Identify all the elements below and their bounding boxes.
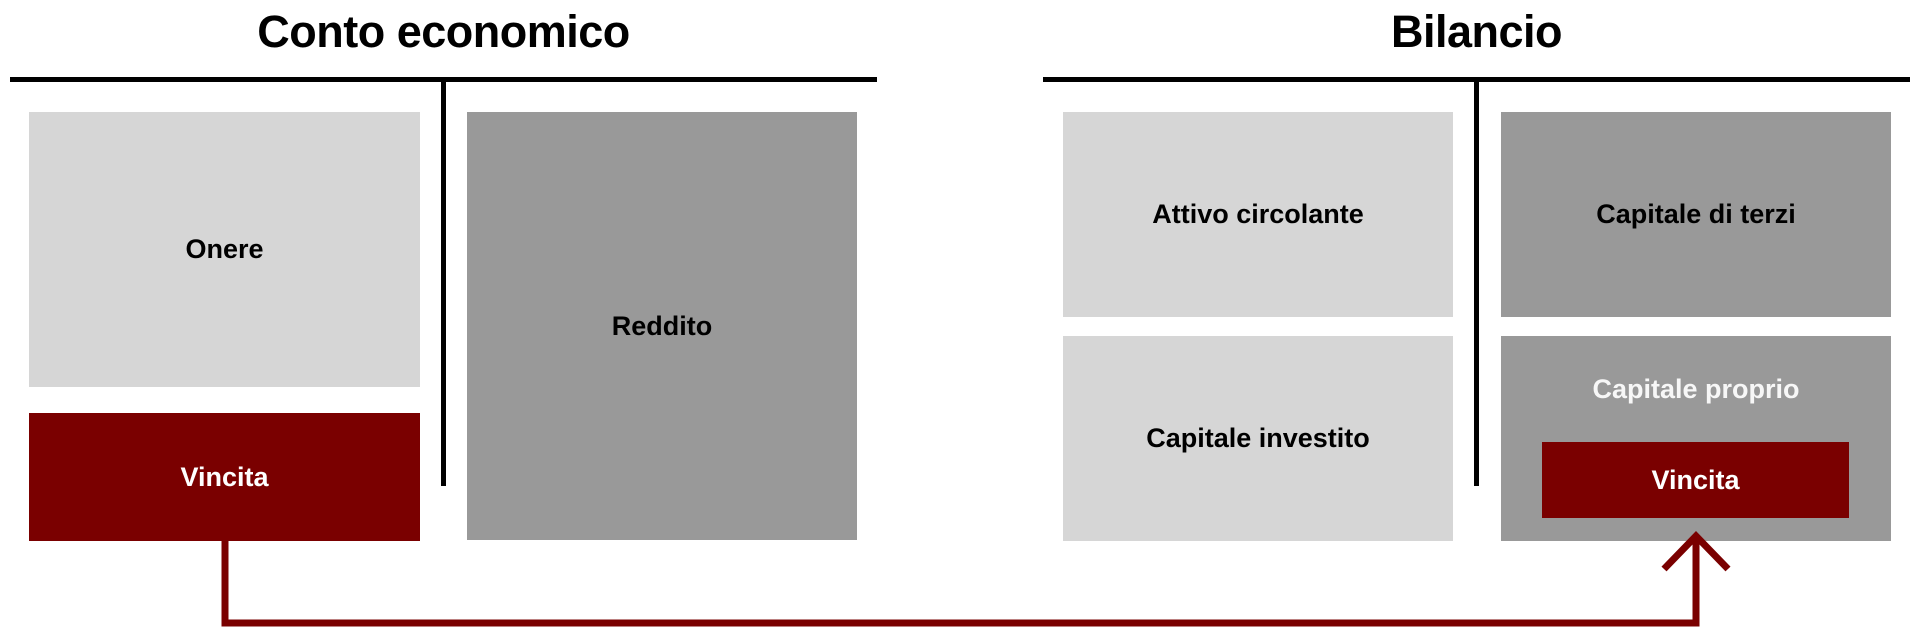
connector-line — [221, 536, 1700, 627]
expenses-label: Onere — [185, 234, 264, 264]
expenses-box: Onere — [29, 112, 420, 387]
balance-sheet-top-rule — [1043, 77, 1910, 82]
current-assets-label: Attivo circolante — [1152, 199, 1364, 229]
revenue-box: Reddito — [467, 112, 857, 540]
arrow-up-icon — [1661, 530, 1731, 572]
revenue-label: Reddito — [611, 310, 713, 341]
invested-capital-box: Capitale investito — [1063, 336, 1453, 541]
profit-box-balance-sheet: Vincita — [1542, 442, 1849, 518]
balance-sheet-divider — [1474, 80, 1479, 486]
profit-label: Vincita — [180, 461, 269, 492]
invested-capital-label: Capitale investito — [1146, 423, 1370, 453]
debt-capital-label: Capitale di terzi — [1596, 199, 1796, 229]
income-statement-title: Conto economico — [257, 6, 630, 57]
profit-label-balance-sheet: Vincita — [1651, 464, 1740, 495]
balance-sheet-title: Bilancio — [1390, 6, 1563, 57]
equity-box: Capitale proprio Vincita — [1501, 336, 1891, 541]
debt-capital-box: Capitale di terzi — [1501, 112, 1891, 317]
income-statement-top-rule — [10, 77, 877, 82]
income-statement-divider — [441, 80, 446, 486]
profit-box-income-statement: Vincita — [29, 413, 420, 541]
current-assets-box: Attivo circolante — [1063, 112, 1453, 317]
equity-label: Capitale proprio — [1592, 374, 1800, 404]
